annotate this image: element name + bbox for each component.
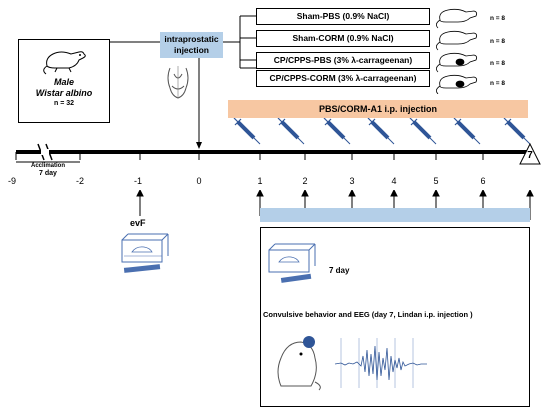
tick-label: 6 [480,176,486,186]
observation-bar [260,208,530,222]
evf-label: evF [130,218,146,228]
eeg-trace [334,338,427,388]
treatment-bar: PBS/CORM-A1 i.p. injection [228,100,528,118]
tick-label: -1 [133,176,142,186]
acclimation-days: 7 day [39,170,57,177]
measurement-arrows [136,190,534,220]
rat-sex-label: Male [53,77,74,87]
apparatus-icon [268,243,316,283]
group-sham-corm: Sham-CORM (0.9% NaCl) [256,30,430,47]
rat-info-box: Male Wistar albino n = 32 [18,39,110,123]
tick-label: 4 [391,176,397,186]
injection-box: intraprostatic injection [160,32,223,58]
rat-icon [43,51,86,75]
rat-strain-label: Wistar albino [35,88,93,98]
timeline [15,142,541,165]
group-n-label: n = 8 [490,60,505,67]
acclimation-label: Acclimation [30,163,65,169]
tick-label: 1 [257,176,263,186]
tick-label: -2 [75,176,84,186]
rat-count-label: n = 32 [53,100,75,107]
tick-label: 7 [527,150,533,161]
tick-label: 0 [196,176,202,186]
tick-label: 3 [349,176,355,186]
group-n-label: n = 8 [490,80,505,87]
tick-label: 5 [433,176,439,186]
prostate-icon [167,66,189,99]
group-cpcpps-pbs: CP/CPPS-PBS (3% λ-carrageenan) [256,52,430,69]
evf-apparatus-icon [121,233,169,273]
group-rat-icon [436,8,478,29]
group-n-label: n = 8 [490,15,505,22]
assay-caption: Convulsive behavior and EEG (day 7, Lind… [263,310,473,319]
rat-eeg-icon [277,336,321,391]
tick-label: 2 [302,176,308,186]
group-sham-pbs: Sham-PBS (0.9% NaCl) [256,8,430,25]
group-cpcpps-corm: CP/CPPS-CORM (3% λ-carrageenan) [256,70,430,87]
assay-day-label: 7 day [329,266,350,275]
assay-box: 7 day Convulsive behavior and EEG (day 7… [260,227,530,407]
tick-label: -9 [7,176,16,186]
group-n-label: n = 8 [490,38,505,45]
group-rat-icons [436,8,478,94]
